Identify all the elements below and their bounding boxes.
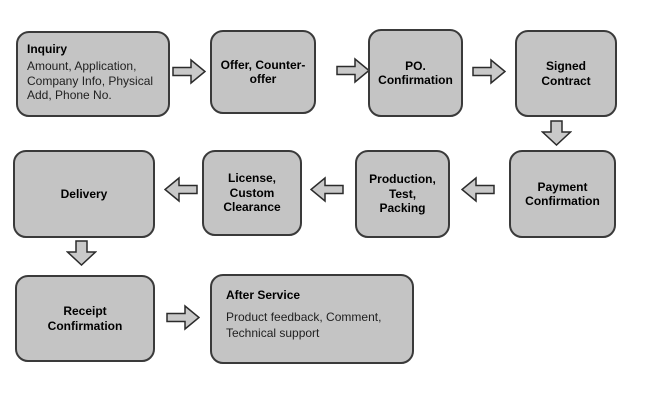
node-title: Payment Confirmation: [525, 179, 600, 208]
arrow-right-icon: [172, 58, 206, 85]
node-inquiry: Inquiry Amount, Application, Company Inf…: [16, 31, 170, 117]
node-title: Inquiry: [27, 42, 68, 56]
node-title: Production, Test, Packing: [369, 172, 436, 216]
arrow-right-icon: [336, 57, 370, 84]
node-title: Offer, Counter-offer: [220, 57, 306, 86]
arrow-down-icon: [66, 240, 97, 266]
node-license-custom-clearance: License, Custom Clearance: [202, 150, 302, 236]
node-title: Signed Contract: [541, 59, 591, 88]
arrow-left-icon: [310, 176, 344, 203]
arrow-left-icon: [164, 176, 198, 203]
node-offer-counter-offer: Offer, Counter-offer: [210, 30, 316, 114]
node-payment-confirmation: Payment Confirmation: [509, 150, 616, 238]
arrow-down-icon: [541, 120, 572, 146]
node-after-service: After Service Product feedback, Comment,…: [210, 274, 414, 364]
node-title: After Service: [226, 288, 301, 302]
arrow-right-icon: [166, 304, 200, 331]
node-receipt-confirmation: Receipt Confirmation: [15, 275, 155, 362]
arrow-right-icon: [472, 58, 506, 85]
node-po-confirmation: PO. Confirmation: [368, 29, 463, 117]
node-detail: Product feedback, Comment, Technical sup…: [226, 310, 382, 340]
arrow-left-icon: [461, 176, 495, 203]
node-delivery: Delivery: [13, 150, 155, 238]
node-title: Delivery: [60, 186, 108, 201]
node-title: License, Custom Clearance: [223, 171, 281, 215]
node-production-test-packing: Production, Test, Packing: [355, 150, 450, 238]
node-signed-contract: Signed Contract: [515, 30, 617, 117]
node-detail: Amount, Application, Company Info, Physi…: [27, 59, 154, 102]
node-title: Receipt Confirmation: [47, 304, 123, 333]
node-title: PO. Confirmation: [378, 58, 453, 87]
